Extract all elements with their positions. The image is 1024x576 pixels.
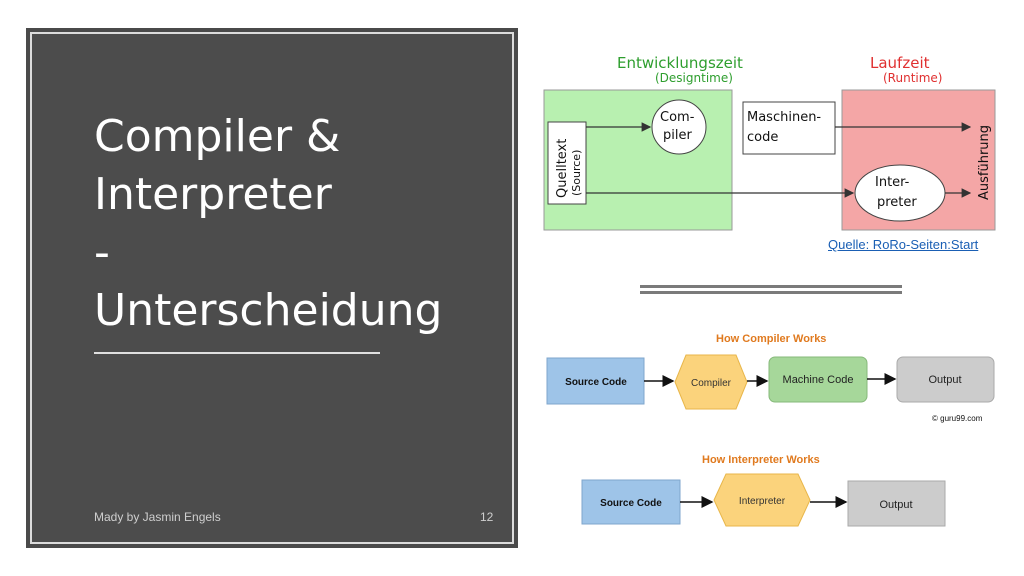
interpreter-flow-title: How Interpreter Works xyxy=(702,454,820,466)
slide-panel xyxy=(30,32,514,544)
runtime-label: Laufzeit xyxy=(870,54,930,72)
interpreter-hexagon xyxy=(713,473,811,527)
slide-title: Compiler & Interpreter - Unterscheidung xyxy=(94,111,443,336)
dev-time-label: Entwicklungszeit xyxy=(617,54,743,72)
dev-time-sub: (Designtime) xyxy=(655,71,733,85)
machine-line1: Maschinen- xyxy=(747,110,821,125)
footer-author: Mady by Jasmin Engels xyxy=(94,510,221,524)
compiler-flow-title: How Compiler Works xyxy=(716,333,826,345)
source-label: Quelltext xyxy=(555,139,570,198)
machine-code-label: Machine Code xyxy=(783,374,854,386)
separator-line-top xyxy=(640,285,902,288)
interpreter-hexagon-label: Interpreter xyxy=(739,496,786,507)
runtime-sub: (Runtime) xyxy=(883,71,942,85)
separator-line-bottom xyxy=(640,291,902,294)
compiler-output-node xyxy=(896,356,995,403)
compiler-hexagon-label: Compiler xyxy=(691,378,732,389)
source-sub: (Source) xyxy=(570,150,583,196)
interpreter-output-node xyxy=(847,480,946,527)
interpreter-source-box xyxy=(581,479,681,525)
title-underline xyxy=(94,352,380,354)
compiler-source-label: Source Code xyxy=(565,377,627,388)
interpreter-line1: Inter- xyxy=(875,175,910,190)
interpreter-node xyxy=(854,164,946,222)
interpreter-output-label: Output xyxy=(879,499,912,511)
compiler-line1: Com- xyxy=(660,110,695,125)
machine-line2: code xyxy=(747,130,778,145)
machine-code-box xyxy=(742,101,836,155)
execution-label: Ausführung xyxy=(977,125,992,200)
compiler-node xyxy=(651,99,707,155)
compiler-interpreter-flow: How Compiler Works Source Code Compiler … xyxy=(546,333,995,527)
compiler-output-label: Output xyxy=(928,374,961,386)
compiler-line2: piler xyxy=(663,128,692,143)
interpreter-line2: preter xyxy=(877,195,917,210)
compiler-source-box xyxy=(546,357,645,405)
source-link[interactable]: Quelle: RoRo-Seiten:Start xyxy=(828,237,979,252)
interpreter-source-label: Source Code xyxy=(600,498,662,509)
compiler-hexagon xyxy=(674,354,748,410)
source-box xyxy=(547,121,587,205)
guru99-credit: © guru99.com xyxy=(932,414,983,423)
page-number: 12 xyxy=(480,510,494,524)
compile-vs-interpret-diagram: Entwicklungszeit (Designtime) Laufzeit (… xyxy=(543,54,996,231)
